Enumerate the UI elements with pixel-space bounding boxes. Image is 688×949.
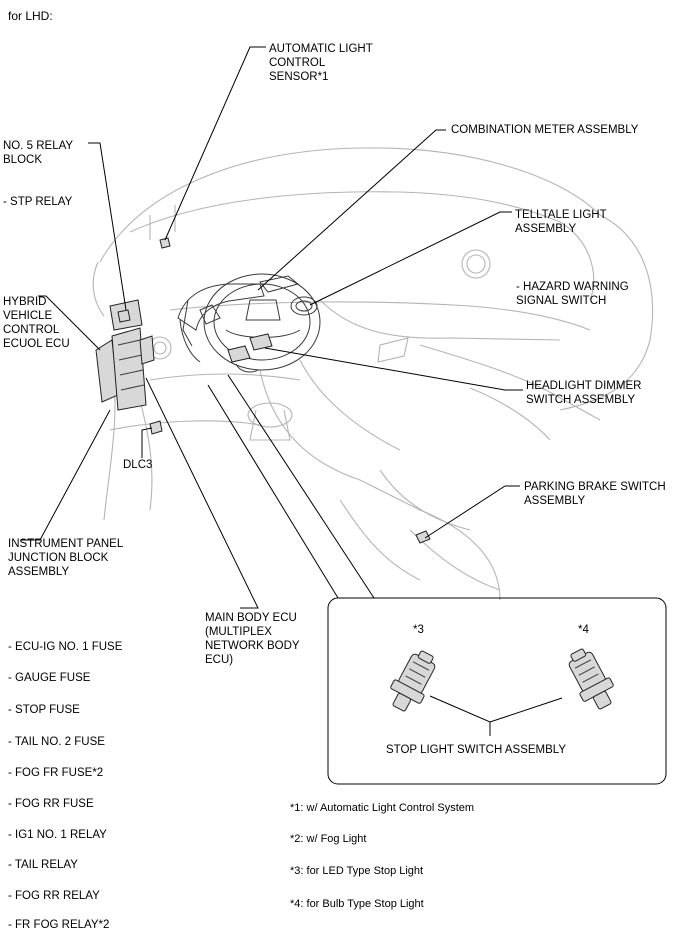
telltale-light [290,296,318,316]
leader-telltale [309,211,512,306]
inset-box [327,597,667,785]
label-parking-brake: PARKING BRAKE SWITCH ASSEMBLY [524,481,666,507]
label-hybrid-ecu: HYBRID VEHICLE CONTROL ECUOL ECU [3,296,70,350]
label-no5-relay-block: NO. 5 RELAY BLOCK [3,140,74,166]
label-stp-relay: - STP RELAY [3,196,73,208]
stop-light-switch-bulb [568,648,614,710]
shifter [247,402,293,428]
footnote: *2: w/ Fog Light [290,833,367,845]
right-vent [461,249,491,279]
center-console [259,369,501,601]
label-hazard-switch: - HAZARD WARNING SIGNAL SWITCH [516,281,629,307]
footnote: *3: for LED Type Stop Light [290,865,424,877]
windshield-line [99,147,601,263]
label-headlight-dimmer: HEADLIGHT DIMMER SWITCH ASSEMBLY [526,380,642,406]
leader-instrument-jb [20,409,111,541]
steering-wheel [203,273,321,371]
fuse-list-item: - FR FOG RELAY*2 [8,919,110,931]
fuse-list-item: - TAIL RELAY [8,859,78,871]
label-stop-light-switch: STOP LIGHT SWITCH ASSEMBLY [386,744,567,756]
label-telltale-light: TELLTALE LIGHT ASSEMBLY [515,209,607,235]
leader-parking-brake [424,485,520,539]
footnote: *1: w/ Automatic Light Control System [290,802,475,814]
leader-headlight-dimmer [264,347,523,391]
leader-dlc3 [141,427,153,458]
label-combination-meter: COMBINATION METER ASSEMBLY [451,124,639,136]
fuse-list-item: - STOP FUSE [8,704,80,716]
label-dlc3: DLC3 [123,459,153,471]
inset-callout-left [227,374,375,599]
footnote: *4: for Bulb Type Stop Light [290,898,424,910]
leader-main-body-ecu [145,377,259,609]
label-inset-star3: *3 [413,624,424,636]
label-auto-light-sensor: AUTOMATIC LIGHT CONTROL SENSOR*1 [269,43,373,83]
page-header: for LHD: [8,9,53,23]
meter-hood [177,283,265,331]
fuse-list-item: - GAUGE FUSE [8,672,91,684]
fuse-list-item: - TAIL NO. 2 FUSE [8,736,105,748]
fuse-list-item: - ECU-IG NO. 1 FUSE [8,641,123,653]
label-inset-star4: *4 [578,624,589,636]
fuse-list-item: - FOG FR FUSE*2 [8,767,104,779]
stop-light-switch-led [390,650,436,712]
leader-auto-light [164,46,266,241]
leader-combination-meter [257,129,446,291]
junction-block-part [111,327,147,411]
leader-no5-relay [88,142,127,311]
stop-light-leader [429,695,563,723]
parking-brake-part [415,530,431,544]
leader-hybrid-ecu [38,295,101,351]
fuse-list-item: - FOG RR FUSE [8,798,94,810]
dlc3-part [149,420,163,435]
label-main-body-ecu: MAIN BODY ECU (MULTIPLEX NETWORK BODY EC… [205,612,300,666]
fuse-list-item: - IG1 NO. 1 RELAY [8,829,107,841]
dimmer-switch-part [227,345,251,363]
fuse-list-item: - FOG RR RELAY [8,890,100,902]
label-instrument-panel-jb: INSTRUMENT PANEL JUNCTION BLOCK ASSEMBLY [8,538,124,578]
